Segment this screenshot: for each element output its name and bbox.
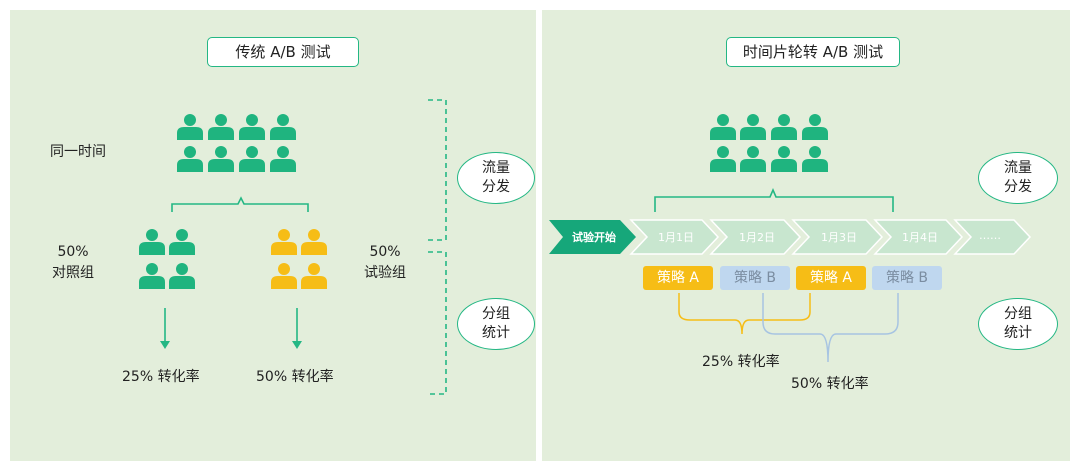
timeline-label-more: …… bbox=[979, 229, 1001, 242]
traffic-split-text-right: 流量 分发 bbox=[1004, 160, 1032, 195]
timeline-label-2: 1月2日 bbox=[739, 231, 775, 244]
group-stats-text-right: 分组 统计 bbox=[1004, 306, 1032, 341]
same-time-label: 同一时间 bbox=[50, 144, 106, 160]
crowd-left-person-icon-5 bbox=[208, 146, 234, 172]
control-group-person-icon-3 bbox=[169, 263, 195, 289]
control-group-person-icon-0 bbox=[139, 229, 165, 255]
experiment-group-label: 50% 试验组 bbox=[358, 244, 412, 282]
strategy-b-bracket bbox=[762, 293, 899, 363]
control-percent: 50% bbox=[57, 244, 89, 260]
control-name: 对照组 bbox=[52, 265, 94, 281]
experiment-result: 50% 转化率 bbox=[256, 369, 334, 385]
crowd-right-person-icon-1 bbox=[740, 114, 766, 140]
crowd-left-person-icon-6 bbox=[239, 146, 265, 172]
strategy-a-result: 25% 转化率 bbox=[702, 354, 780, 370]
crowd-left-person-icon-7 bbox=[270, 146, 296, 172]
timeline-chevron-4 bbox=[873, 219, 964, 255]
timeline-chevron-start bbox=[549, 220, 636, 254]
timeline-label-3: 1月3日 bbox=[821, 231, 857, 244]
timeslice-ab-title: 时间片轮转 A/B 测试 bbox=[726, 37, 900, 67]
traffic-dashed-bracket bbox=[428, 99, 447, 241]
timeline-chevron-3 bbox=[791, 219, 884, 255]
crowd-left-person-icon-1 bbox=[208, 114, 234, 140]
strategy-tag-2: 策略 B bbox=[720, 266, 790, 290]
group-stats-bubble-left: 分组 统计 bbox=[457, 298, 535, 350]
crowd-right-person-icon-7 bbox=[802, 146, 828, 172]
control-group-person-icon-2 bbox=[139, 263, 165, 289]
timeline-label-1: 1月1日 bbox=[658, 231, 694, 244]
crowd-right-person-icon-5 bbox=[740, 146, 766, 172]
control-group-label: 50% 对照组 bbox=[48, 244, 98, 282]
control-arrow-head bbox=[160, 341, 170, 349]
timeline-chevron-1 bbox=[629, 219, 720, 255]
strategy-tag-4: 策略 B bbox=[872, 266, 942, 290]
crowd-right-person-icon-2 bbox=[771, 114, 797, 140]
traffic-split-bubble-left: 流量 分发 bbox=[457, 152, 535, 204]
strategy-a-bracket bbox=[678, 293, 811, 335]
crowd-left-person-icon-2 bbox=[239, 114, 265, 140]
experiment-group-person-icon-2 bbox=[271, 263, 297, 289]
experiment-group-person-icon-3 bbox=[301, 263, 327, 289]
experiment-percent: 50% bbox=[369, 244, 401, 260]
experiment-group-person-icon-0 bbox=[271, 229, 297, 255]
traditional-ab-title: 传统 A/B 测试 bbox=[207, 37, 359, 67]
group-stats-bubble-right: 分组 统计 bbox=[978, 298, 1058, 350]
crowd-right-person-icon-0 bbox=[710, 114, 736, 140]
strategy-tag-3: 策略 A bbox=[796, 266, 866, 290]
split-bracket-right bbox=[654, 187, 894, 212]
timeline-chevron-2 bbox=[709, 219, 802, 255]
traditional-ab-panel bbox=[10, 10, 536, 461]
traffic-split-text-left: 流量 分发 bbox=[482, 160, 510, 195]
timeline-label-4: 1月4日 bbox=[902, 231, 938, 244]
experiment-name: 试验组 bbox=[364, 265, 406, 281]
crowd-left-person-icon-3 bbox=[270, 114, 296, 140]
crowd-right-person-icon-6 bbox=[771, 146, 797, 172]
split-bracket-left bbox=[171, 196, 309, 212]
crowd-left-person-icon-4 bbox=[177, 146, 203, 172]
traffic-split-bubble-right: 流量 分发 bbox=[978, 152, 1058, 204]
stats-dashed-bracket bbox=[428, 251, 447, 395]
people-icons bbox=[139, 114, 828, 289]
experiment-group-person-icon-1 bbox=[301, 229, 327, 255]
control-result: 25% 转化率 bbox=[122, 369, 200, 385]
timeline-label-start: 试验开始 bbox=[572, 231, 616, 244]
strategy-tag-1: 策略 A bbox=[643, 266, 713, 290]
crowd-right-person-icon-4 bbox=[710, 146, 736, 172]
group-stats-text-left: 分组 统计 bbox=[482, 306, 510, 341]
strategy-b-result: 50% 转化率 bbox=[791, 376, 869, 392]
experiment-arrow-head bbox=[292, 341, 302, 349]
crowd-right-person-icon-3 bbox=[802, 114, 828, 140]
timeline-chevron-5 bbox=[953, 219, 1032, 255]
crowd-left-person-icon-0 bbox=[177, 114, 203, 140]
control-group-person-icon-1 bbox=[169, 229, 195, 255]
